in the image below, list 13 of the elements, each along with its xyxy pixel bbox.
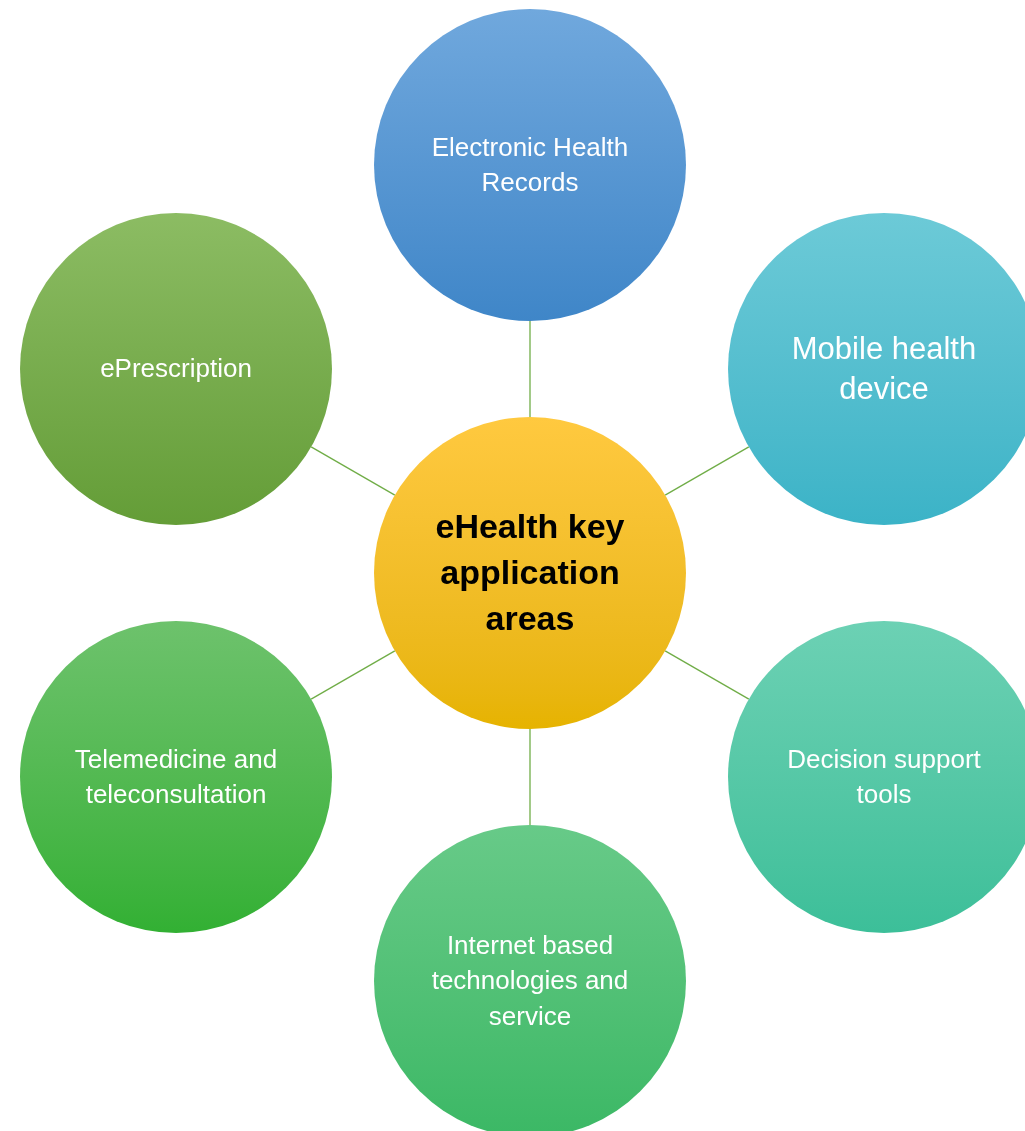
topic-label: Telemedicine and teleconsultation bbox=[73, 742, 279, 811]
connector-line bbox=[664, 650, 750, 700]
topic-label: Decision support tools bbox=[786, 742, 982, 811]
topic-label: Mobile health device bbox=[790, 329, 978, 408]
connector-line bbox=[310, 650, 396, 700]
connector-line bbox=[529, 728, 531, 826]
topic-label: Electronic Health Records bbox=[430, 130, 630, 199]
topic-label: eHealth key application areas bbox=[434, 506, 626, 639]
connector-line bbox=[310, 446, 396, 496]
connector-line bbox=[664, 446, 750, 496]
topic-label: Internet based technologies and service bbox=[430, 929, 630, 1033]
topic-label: ePrescription bbox=[100, 352, 252, 386]
connector-line bbox=[529, 320, 531, 418]
